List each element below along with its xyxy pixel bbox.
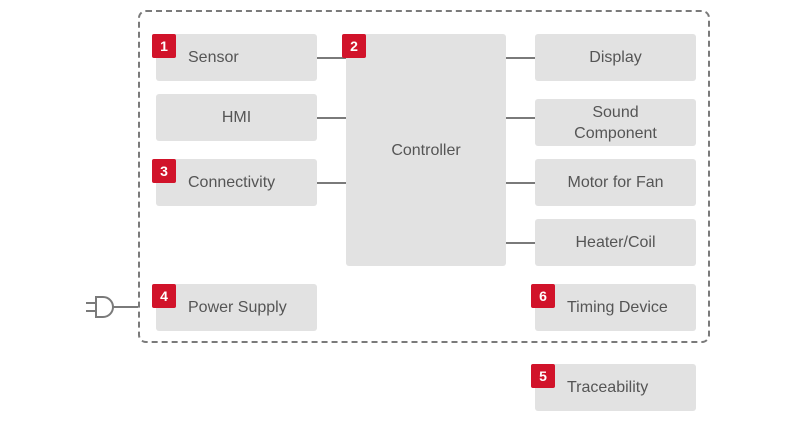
badge-controller: 2 (342, 34, 366, 58)
badge-timing-device: 6 (531, 284, 555, 308)
hmi-block: HMI (156, 94, 317, 141)
connector-controller-heater (506, 242, 535, 244)
sound-component-block: Sound Component (535, 99, 696, 146)
traceability-label: Traceability (567, 379, 649, 396)
sensor-block: Sensor (156, 34, 317, 81)
motor-for-fan-label: Motor for Fan (567, 174, 664, 191)
timing-device-block: Timing Device (535, 284, 696, 331)
sensor-label: Sensor (188, 49, 239, 66)
power-supply-block: Power Supply (156, 284, 317, 331)
power-supply-label: Power Supply (188, 299, 287, 316)
connector-connectivity-controller (317, 182, 346, 184)
connector-sensor-controller (317, 57, 346, 59)
motor-for-fan-block: Motor for Fan (535, 159, 696, 206)
display-label: Display (589, 49, 642, 66)
connectivity-block: Connectivity (156, 159, 317, 206)
connector-controller-sound (506, 117, 535, 119)
connector-controller-display (506, 57, 535, 59)
display-block: Display (535, 34, 696, 81)
controller-block: Controller (346, 34, 506, 266)
controller-label: Controller (391, 141, 461, 159)
connector-hmi-controller (317, 117, 346, 119)
traceability-block: Traceability (535, 364, 696, 411)
connectivity-label: Connectivity (188, 174, 276, 191)
badge-connectivity: 3 (152, 159, 176, 183)
heater-coil-block: Heater/Coil (535, 219, 696, 266)
timing-device-label: Timing Device (567, 299, 668, 316)
system-boundary (138, 10, 710, 343)
badge-power-supply: 4 (152, 284, 176, 308)
connector-controller-motor (506, 182, 535, 184)
heater-coil-label: Heater/Coil (575, 234, 656, 251)
hmi-label: HMI (221, 109, 252, 126)
badge-sensor: 1 (152, 34, 176, 58)
badge-traceability: 5 (531, 364, 555, 388)
power-plug-icon (86, 296, 138, 318)
sound-component-label: Sound Component (574, 103, 657, 142)
